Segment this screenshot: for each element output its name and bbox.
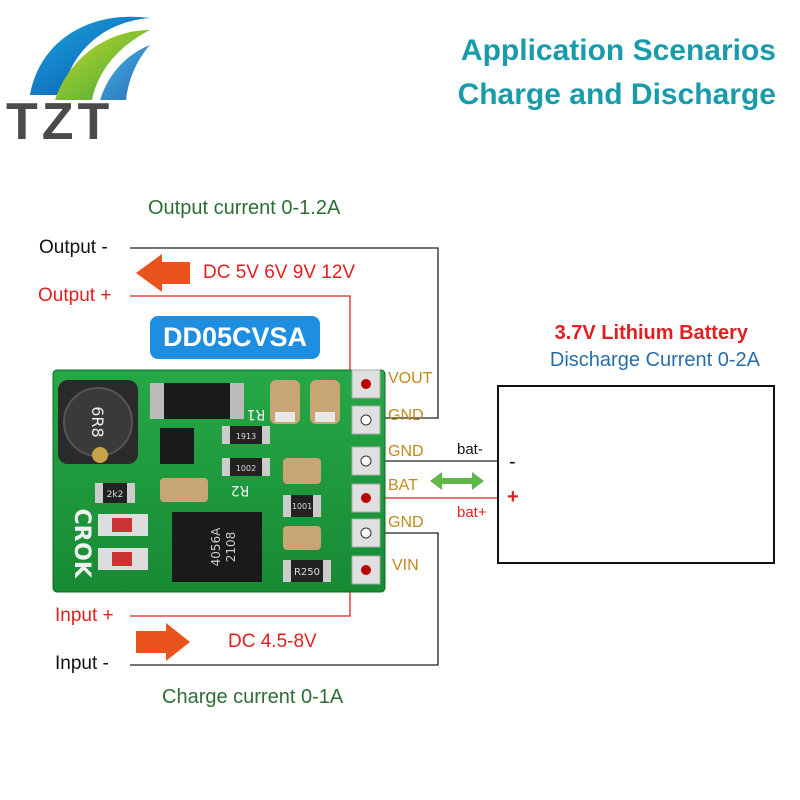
bidirectional-arrow-icon (430, 472, 484, 490)
battery-neg-sign: - (509, 451, 516, 473)
svg-text:R250: R250 (294, 567, 320, 578)
output-current-label: Output current 0-1.2A (148, 197, 341, 219)
battery-subtitle: Discharge Current 0-2A (549, 349, 760, 371)
output-minus-label: Output - (39, 237, 108, 258)
battery-title: 3.7V Lithium Battery (554, 322, 748, 344)
output-plus-label: Output + (38, 285, 112, 306)
pin-label-gnd-2: GND (388, 443, 424, 460)
battery-pos-label: bat+ (457, 504, 487, 521)
input-minus-label: Input - (55, 653, 109, 674)
pin-label-vout: VOUT (388, 370, 433, 387)
svg-text:2108: 2108 (224, 532, 238, 563)
svg-text:1913: 1913 (236, 432, 256, 441)
pin-label-vin: VIN (392, 557, 419, 574)
output-voltage-label: DC 5V 6V 9V 12V (203, 262, 356, 283)
input-plus-label: Input + (55, 605, 114, 626)
pcb-module: 6R8 1913 1002 2k2 1001 4056A 2108 R250 (52, 369, 386, 593)
battery-neg-label: bat- (457, 441, 483, 458)
output-arrow-icon (136, 254, 190, 292)
svg-text:2k2: 2k2 (107, 490, 124, 500)
pin-pads (351, 369, 381, 585)
svg-text:OK: OK (69, 542, 94, 579)
pin-label-gnd-1: GND (388, 407, 424, 424)
logo-text: TZT (6, 93, 114, 151)
input-arrow-icon (136, 623, 190, 661)
svg-text:1002: 1002 (236, 464, 256, 473)
header-line2: Charge and Discharge (457, 78, 776, 111)
svg-text:4056A: 4056A (209, 527, 223, 567)
battery-box (497, 385, 775, 564)
module-name-badge: DD05CVSA (150, 316, 321, 359)
header-line1: Application Scenarios (460, 34, 776, 67)
input-voltage-label: DC 4.5-8V (228, 631, 317, 652)
svg-text:R1: R1 (247, 406, 266, 422)
pin-label-gnd-3: GND (388, 514, 424, 531)
svg-text:1001: 1001 (292, 502, 312, 511)
input-current-label: Charge current 0-1A (162, 686, 344, 708)
svg-text:CR: CR (69, 508, 94, 541)
output-minus-wire (130, 247, 439, 419)
svg-text:R2: R2 (231, 482, 250, 498)
input-minus-wire (130, 532, 439, 666)
battery-pos-sign: + (507, 486, 519, 508)
svg-text:6R8: 6R8 (88, 406, 107, 437)
pin-label-bat: BAT (388, 477, 418, 494)
